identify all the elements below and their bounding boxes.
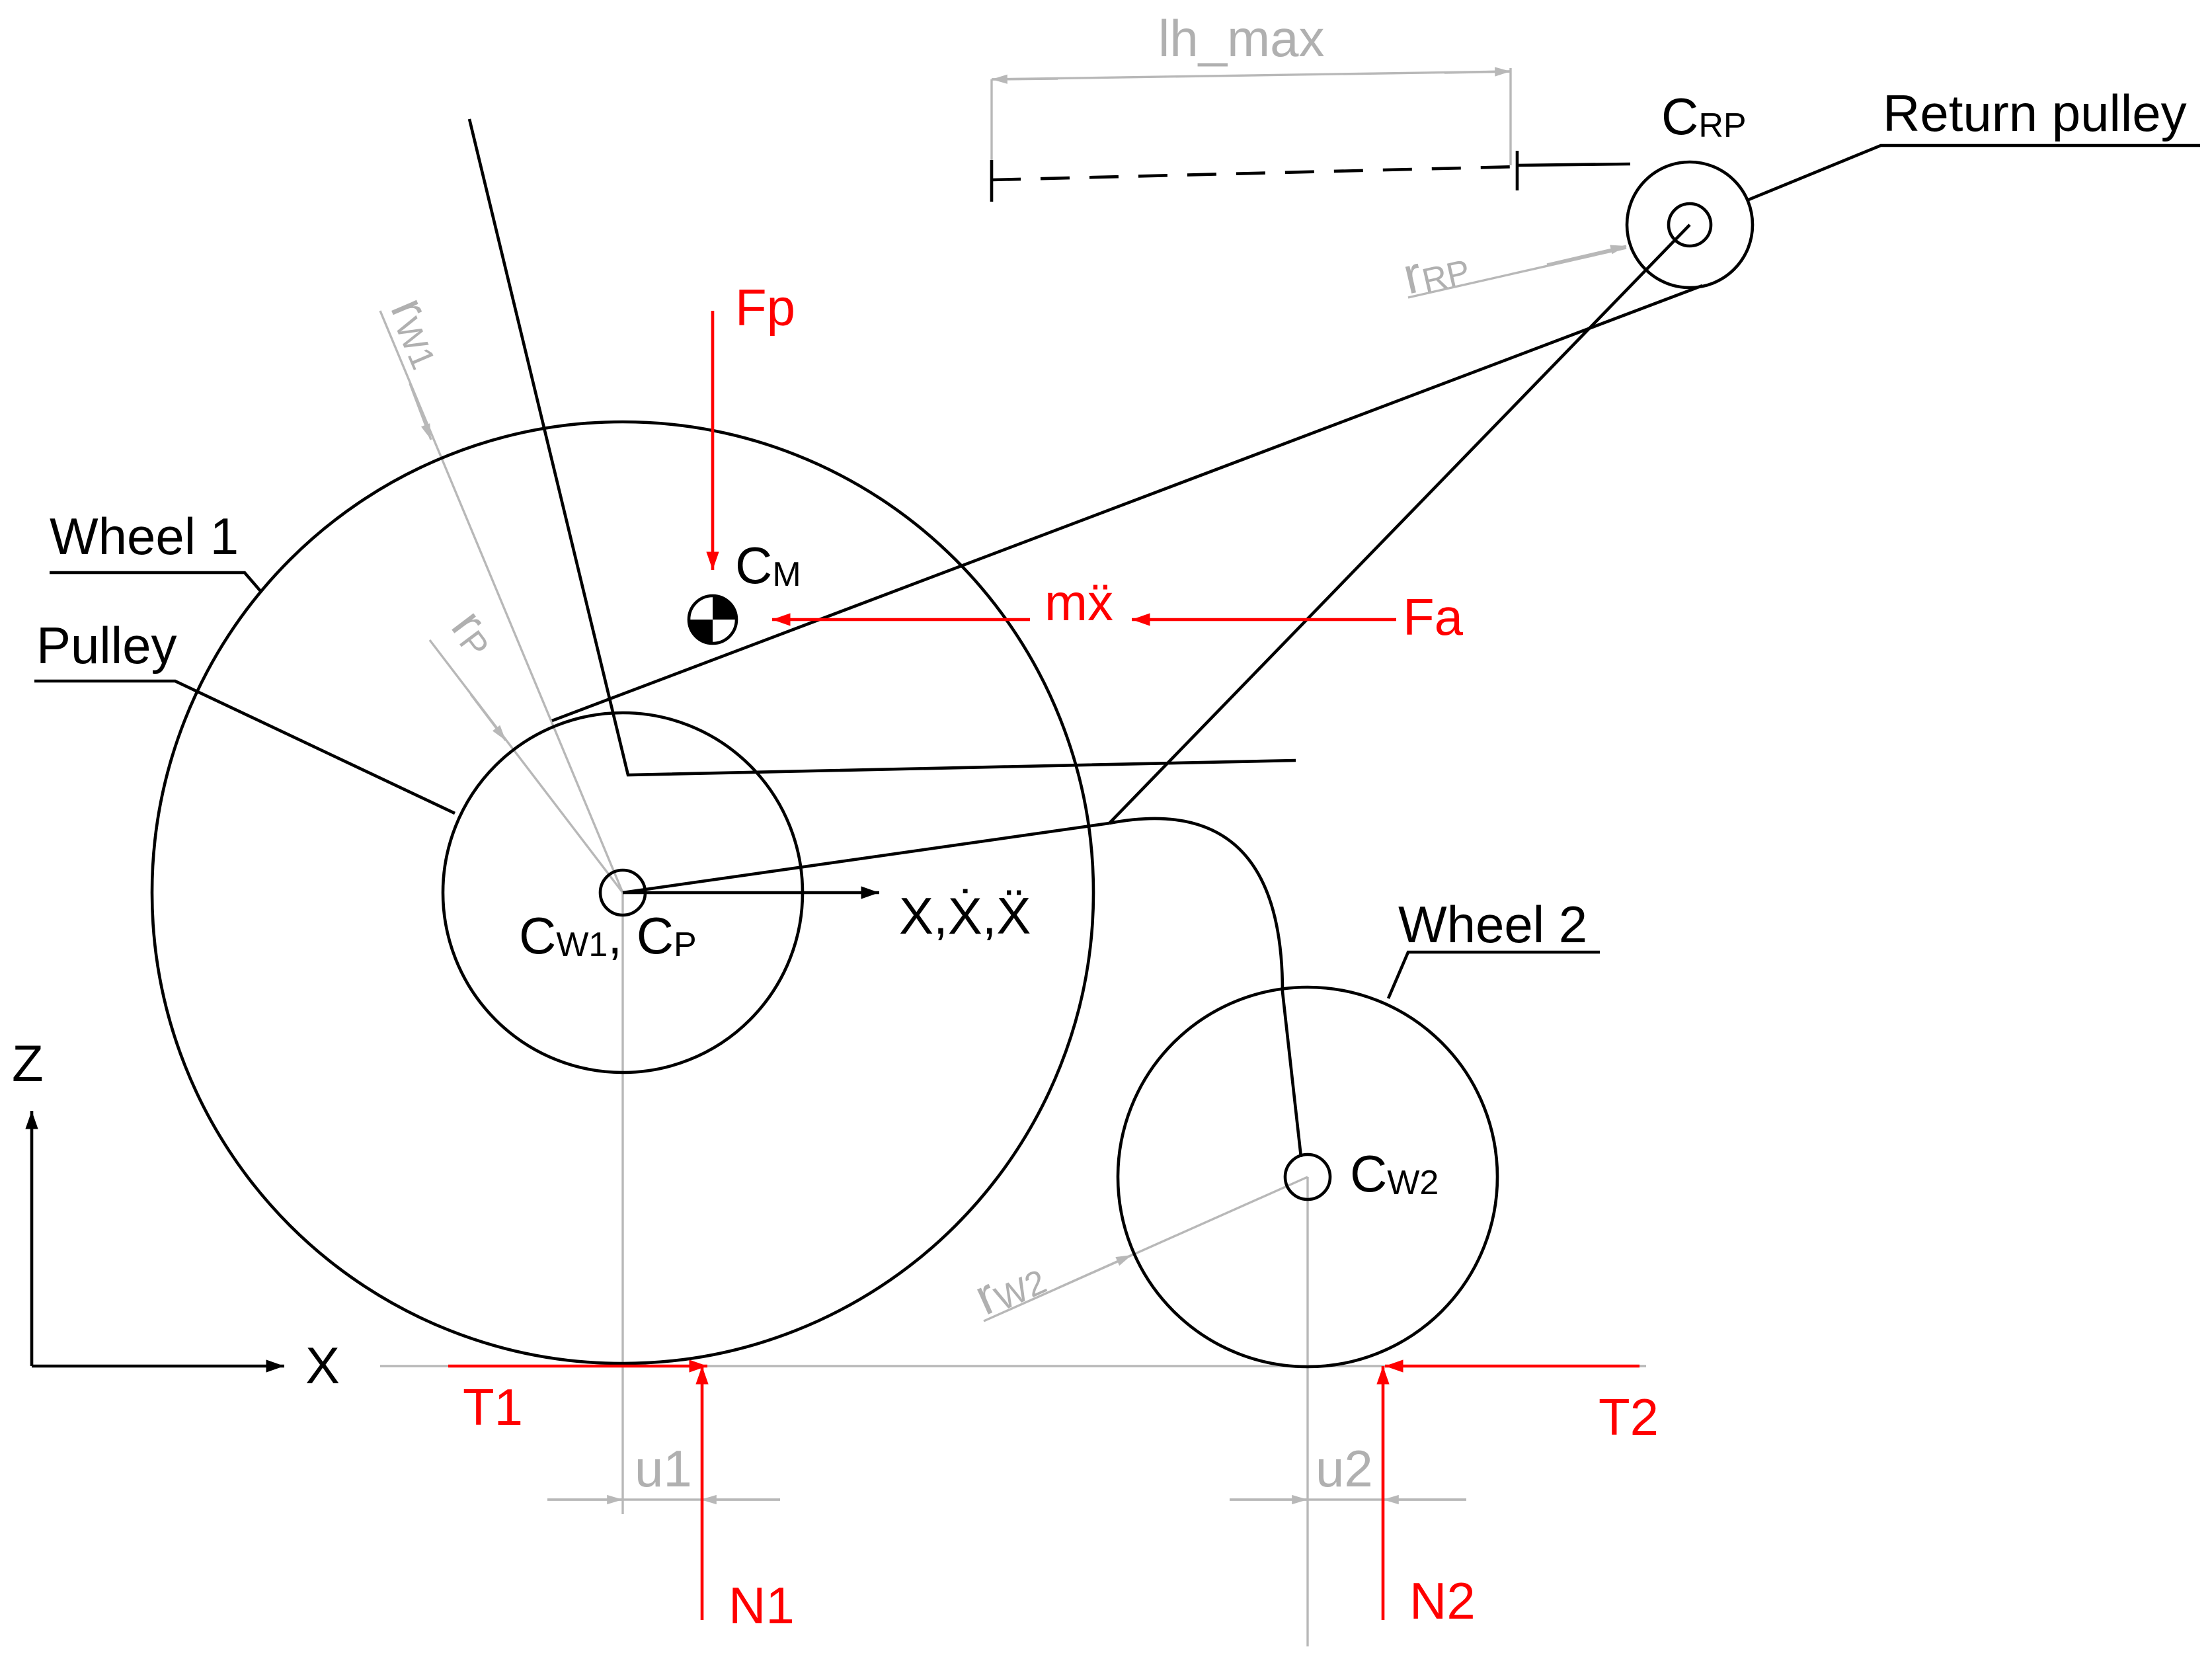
return-pulley-leader bbox=[1748, 143, 2200, 202]
rw1-radius-arrow bbox=[409, 383, 432, 440]
r-rp-label: rRP bbox=[1398, 234, 1474, 305]
return-pulley-circle bbox=[1625, 160, 1755, 290]
u1-label: u1 bbox=[635, 1439, 692, 1498]
center-of-mass-icon bbox=[687, 594, 738, 645]
rw2-radius-arrow bbox=[1057, 1254, 1132, 1289]
wheel2-leader bbox=[1386, 950, 1600, 999]
return-pulley-center-circle bbox=[1667, 202, 1713, 248]
x-motion-label: X,Ẋ,Ẍ bbox=[899, 887, 1031, 945]
fp-label: Fp bbox=[735, 278, 795, 337]
n1-label: N1 bbox=[729, 1576, 795, 1635]
labels: lh_max Return pulley Wheel 1 Pulley Whee… bbox=[12, 9, 2187, 1635]
rrp-radius-arrow bbox=[1546, 245, 1627, 266]
c-w1-cp-label: CW1, CP bbox=[519, 907, 697, 965]
frame-bar bbox=[467, 118, 1296, 777]
return-pulley-label: Return pulley bbox=[1883, 84, 2187, 142]
pulley-to-frame-link bbox=[622, 821, 1110, 895]
wheel2-circle bbox=[1116, 985, 1499, 1369]
rp-radius-arrow bbox=[469, 693, 507, 742]
r-w2-label: rW2 bbox=[966, 1245, 1052, 1326]
lh-max-arrow-right bbox=[1444, 67, 1511, 77]
axis-x-label: X bbox=[305, 1336, 340, 1394]
lh-max-dashed-cable bbox=[991, 165, 1518, 182]
wheel1-circle bbox=[150, 420, 1095, 1365]
forces bbox=[448, 311, 1639, 1620]
n2-label: N2 bbox=[1409, 1572, 1476, 1630]
c-m-label: CM bbox=[735, 536, 801, 594]
pulley-leader bbox=[34, 679, 455, 815]
u2-label: u2 bbox=[1316, 1439, 1373, 1498]
return-pulley-cable bbox=[1517, 162, 1631, 167]
axis-z-label: Z bbox=[12, 1034, 44, 1092]
rrp-radius-line bbox=[1407, 247, 1627, 299]
inertia-label: mẍ bbox=[1045, 573, 1113, 631]
rp-radius-line bbox=[428, 639, 624, 894]
c-w2-label: CW2 bbox=[1350, 1145, 1439, 1203]
wheel1-leader bbox=[50, 571, 262, 593]
rw1-radius-line bbox=[379, 310, 624, 893]
t2-label: T2 bbox=[1599, 1388, 1659, 1446]
c-rp-label: CRP bbox=[1661, 87, 1747, 145]
r-w1-label: rW1 bbox=[379, 289, 460, 375]
wheel2-label: Wheel 2 bbox=[1398, 895, 1587, 953]
fa-label: Fa bbox=[1403, 588, 1464, 646]
rw2-radius-line bbox=[983, 1176, 1308, 1322]
dimension-lines bbox=[379, 67, 1646, 1646]
pulley-label: Pulley bbox=[36, 616, 177, 674]
lh-max-label: lh_max bbox=[1158, 9, 1324, 67]
wheel1-label: Wheel 1 bbox=[50, 507, 239, 565]
belt-upper-strand bbox=[551, 284, 1703, 723]
structure bbox=[25, 118, 2200, 1373]
belt-return-strand bbox=[1108, 223, 1691, 825]
r-p-label: rP bbox=[440, 598, 511, 665]
wheel2-center-circle bbox=[1283, 1152, 1332, 1201]
link-to-wheel2 bbox=[1109, 817, 1303, 1158]
lh-max-dim-line bbox=[991, 70, 1511, 81]
t1-label: T1 bbox=[463, 1378, 523, 1436]
